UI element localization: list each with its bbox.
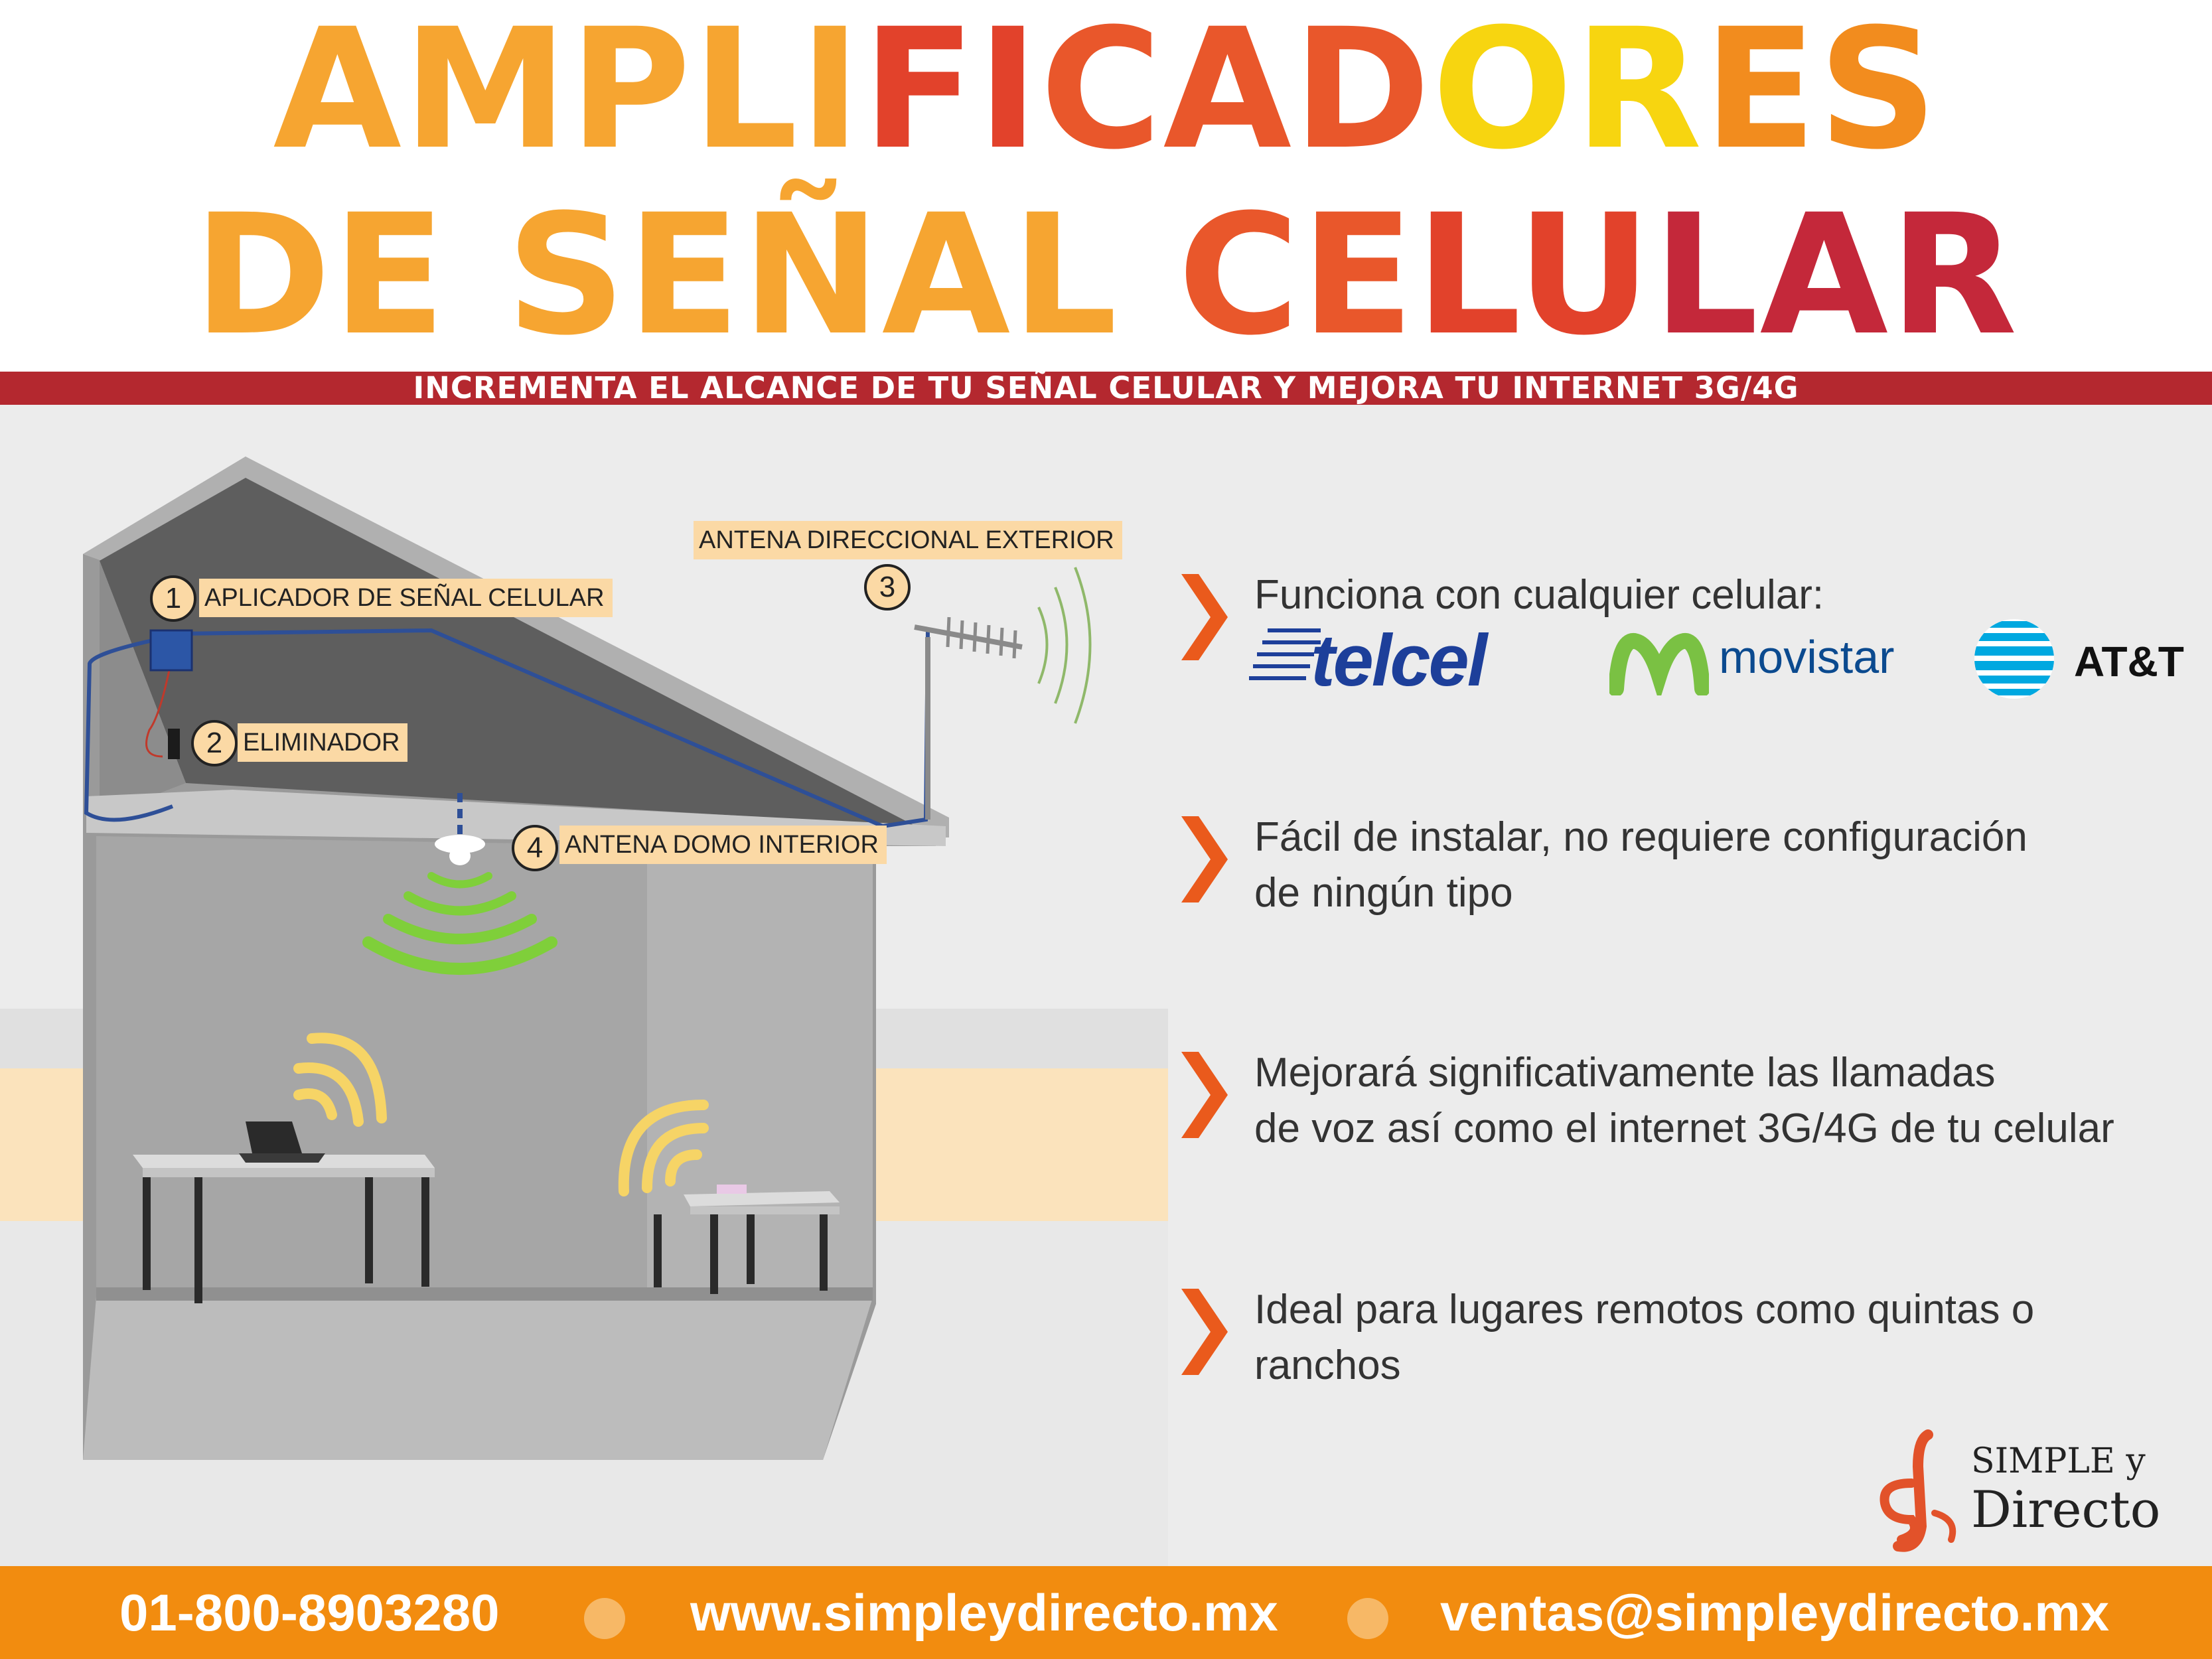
chevron-right-icon	[1181, 816, 1228, 902]
title1-segment: CAD	[1040, 0, 1432, 186]
att-globe-icon	[1974, 619, 2054, 699]
footer-phone[interactable]: 01-800-8903280	[119, 1583, 500, 1642]
chevron-right-icon	[1181, 1052, 1228, 1138]
carrier-logos: telcel movistar AT&T	[1248, 611, 2190, 703]
cable-left	[84, 638, 174, 822]
title1-segment: FI	[862, 0, 1041, 186]
brand-line-2: Directo	[1971, 1480, 2161, 1539]
callout-3-label: ANTENA DIRECCIONAL EXTERIOR	[694, 521, 1122, 559]
feature-2-line-1: Fácil de instalar, no requiere configura…	[1254, 814, 2028, 860]
title2-segment: LAR	[1653, 179, 2019, 372]
chevron-right-icon	[1181, 1289, 1228, 1375]
feature-4-line-1: Ideal para lugares remotos como quintas …	[1254, 1287, 2035, 1333]
callout-4-label: ANTENA DOMO INTERIOR	[559, 826, 887, 864]
laptop	[239, 1121, 325, 1163]
title2-segment: DE SEÑAL	[193, 179, 1178, 372]
power-cable	[145, 670, 171, 758]
movistar-m-icon	[1609, 633, 1709, 695]
house-diagram	[0, 405, 1168, 1566]
telcel-logo-icon	[1249, 628, 1321, 680]
callout-1-label: APLICADOR DE SEÑAL CELULAR	[199, 579, 613, 617]
feature-1-line-1: Funciona con cualquier celular:	[1254, 572, 1824, 618]
attic-wall	[100, 561, 186, 816]
att-logo: AT&T	[2074, 638, 2184, 685]
room-floor	[83, 1297, 873, 1460]
title-line-2: DE SEÑAL CELULAR	[0, 192, 2212, 358]
callout-1-number: 1	[150, 575, 196, 622]
title1-segment: AMPLI	[273, 0, 863, 186]
title1-segment: ES	[1703, 0, 1939, 186]
title1-segment: OR	[1432, 0, 1704, 186]
header: AMPLIFICADORES DE SEÑAL CELULAR	[0, 0, 2212, 372]
amplifier-box	[149, 629, 193, 672]
power-adapter	[168, 729, 180, 759]
subtitle-bar	[0, 372, 2212, 405]
callout-4-number: 4	[512, 825, 558, 871]
table-small	[654, 1191, 840, 1294]
callout-2-label: ELIMINADOR	[238, 723, 408, 762]
title2-segment: LU	[1415, 179, 1653, 372]
footer-dot-icon	[1347, 1598, 1388, 1639]
feature-3-line-2: de voz así como el internet 3G/4G de tu …	[1254, 1106, 2114, 1151]
feature-3-line-1: Mejorará significativamente las llamadas	[1254, 1050, 1996, 1096]
dome-signal	[362, 872, 557, 975]
feature-2-line-2: de ningún tipo	[1254, 870, 1513, 916]
footer-bar	[0, 1566, 2212, 1659]
yagi-antenna	[914, 624, 1023, 650]
antenna-signal	[1037, 567, 1092, 724]
phone	[717, 1185, 747, 1194]
dome-antenna	[435, 835, 485, 853]
footer-website-link[interactable]: www.simpleydirecto.mx	[690, 1583, 1278, 1642]
telcel-logo: telcel	[1311, 620, 1487, 701]
chevron-right-icon	[1181, 574, 1228, 660]
subtitle: INCREMENTA EL ALCANCE DE TU SEÑAL CELULA…	[413, 370, 1799, 405]
laptop-wifi	[293, 1033, 387, 1127]
sd-monogram-icon	[1880, 1429, 1956, 1552]
movistar-logo: movistar	[1719, 631, 1895, 683]
callout-2-number: 2	[191, 720, 238, 766]
title-line-1: AMPLIFICADORES	[0, 7, 2212, 173]
brand-logo: SIMPLE y Directo	[1872, 1427, 2203, 1553]
phone-wifi	[618, 1100, 709, 1196]
room-side-wall	[647, 846, 873, 1297]
brand-line-1: SIMPLE y	[1971, 1441, 2146, 1481]
title2-segment: CE	[1177, 179, 1416, 372]
footer-email-link[interactable]: ventas@simpleydirecto.mx	[1440, 1583, 2110, 1642]
feature-4-line-2: ranchos	[1254, 1342, 1401, 1388]
callout-3-number: 3	[864, 564, 911, 611]
footer-dot-icon	[584, 1598, 625, 1639]
